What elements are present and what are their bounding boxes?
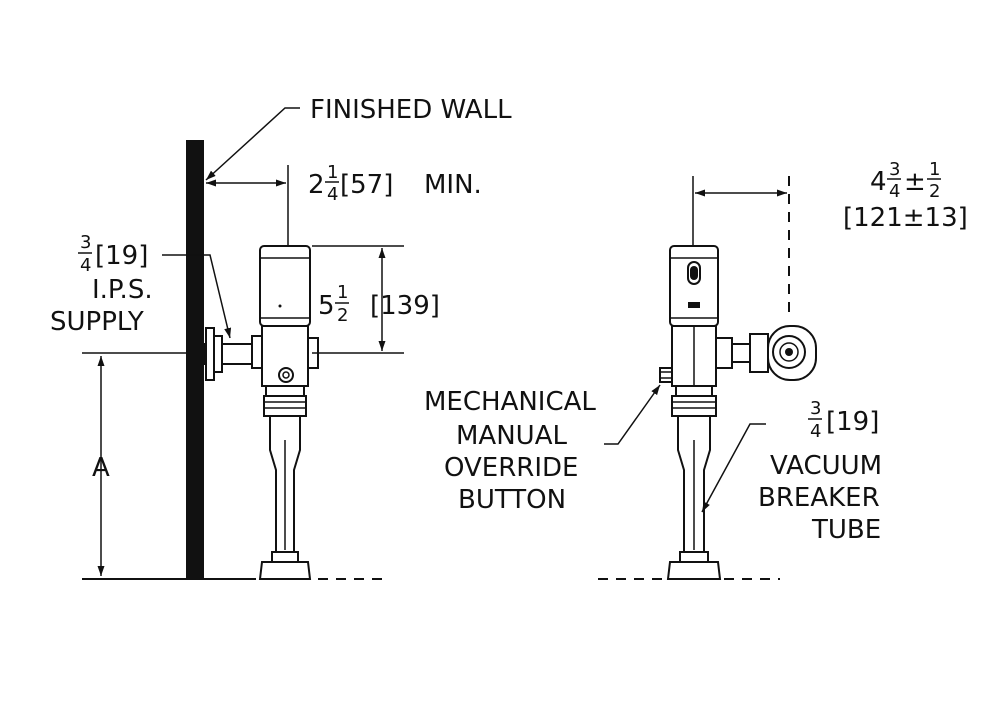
svg-text:[121±13]: [121±13] bbox=[843, 203, 968, 233]
spud-flange-left bbox=[258, 561, 312, 580]
svg-text:SUPPLY: SUPPLY bbox=[50, 307, 144, 337]
svg-text:1: 1 bbox=[337, 282, 348, 303]
vacuum-leader bbox=[701, 423, 766, 513]
svg-text:[19]: [19] bbox=[826, 407, 879, 437]
svg-text:±: ± bbox=[904, 167, 926, 197]
svg-text:BREAKER: BREAKER bbox=[758, 483, 880, 513]
svg-text:MANUAL: MANUAL bbox=[456, 421, 567, 451]
override-label: MECHANICAL MANUAL OVERRIDE BUTTON bbox=[424, 387, 596, 515]
supply-leader bbox=[162, 254, 232, 339]
finished-wall-leader bbox=[205, 107, 300, 181]
svg-text:2: 2 bbox=[308, 170, 325, 200]
height-label: 5 1 2 [139] bbox=[318, 282, 440, 326]
svg-text:I.P.S.: I.P.S. bbox=[92, 275, 153, 305]
supply-label: 3 4 [19] I.P.S. SUPPLY bbox=[50, 232, 153, 337]
svg-text:MIN.: MIN. bbox=[424, 170, 482, 200]
svg-text:1: 1 bbox=[327, 162, 338, 183]
svg-text:BUTTON: BUTTON bbox=[458, 485, 566, 515]
finished-wall bbox=[186, 140, 204, 580]
finished-wall-label: FINISHED WALL bbox=[310, 95, 512, 125]
svg-text:3: 3 bbox=[810, 398, 821, 419]
svg-text:1: 1 bbox=[929, 159, 940, 180]
side-view: FINISHED WALL 2 1 4 [57] MIN. bbox=[50, 95, 512, 580]
svg-text:4: 4 bbox=[870, 167, 887, 197]
override-button-right bbox=[659, 367, 673, 383]
svg-text:TUBE: TUBE bbox=[811, 515, 881, 545]
spud-flange-right bbox=[666, 561, 722, 580]
svg-text:2: 2 bbox=[929, 181, 940, 202]
svg-text:2: 2 bbox=[337, 305, 348, 326]
right-offset-label: 4 3 4 ± 1 2 [121±13] bbox=[843, 159, 968, 233]
svg-text:[57]: [57] bbox=[340, 170, 393, 200]
min-offset-label: 2 1 4 [57] MIN. bbox=[308, 162, 482, 205]
svg-text:3: 3 bbox=[80, 232, 91, 253]
svg-text:VACUUM: VACUUM bbox=[770, 451, 882, 481]
dimension-a-label: A bbox=[92, 453, 110, 483]
svg-text:[19]: [19] bbox=[95, 241, 148, 271]
svg-text:4: 4 bbox=[327, 184, 338, 205]
vacuum-label: 3 4 [19] VACUUM BREAKER TUBE bbox=[758, 398, 882, 545]
svg-text:[139]: [139] bbox=[370, 291, 440, 321]
svg-text:4: 4 bbox=[889, 181, 900, 202]
svg-text:4: 4 bbox=[810, 421, 821, 442]
front-view: 4 3 4 ± 1 2 [121±13] bbox=[424, 159, 968, 580]
svg-text:MECHANICAL: MECHANICAL bbox=[424, 387, 596, 417]
override-button-left bbox=[278, 367, 294, 383]
override-leader bbox=[604, 384, 661, 445]
svg-text:3: 3 bbox=[889, 159, 900, 180]
svg-text:5: 5 bbox=[318, 291, 335, 321]
svg-text:4: 4 bbox=[80, 255, 91, 276]
svg-text:OVERRIDE: OVERRIDE bbox=[444, 453, 578, 483]
